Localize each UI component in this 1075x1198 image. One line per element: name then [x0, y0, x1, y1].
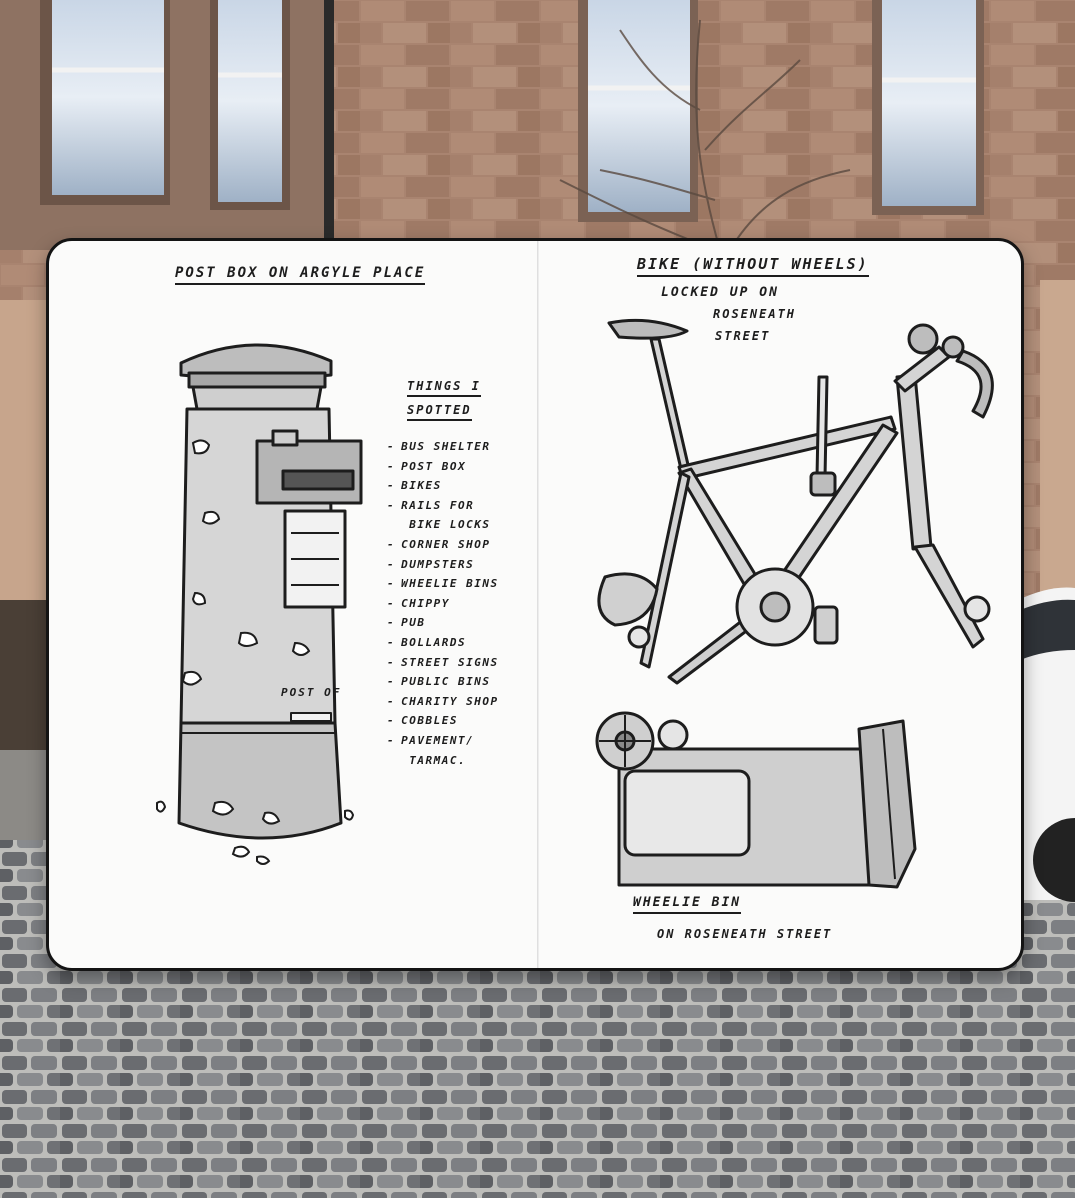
list-item-label: CHARITY SHOP	[401, 694, 499, 708]
list-item: -DUMPSTERS	[387, 555, 499, 575]
list-item-label: WHEELIE BINS	[401, 577, 499, 591]
list-bullet-dash: -	[387, 537, 396, 551]
list-bullet-dash: -	[387, 694, 396, 708]
wheelie-bin-drawing	[595, 711, 917, 889]
post-box-drawing	[156, 343, 363, 865]
list-item: -STREET SIGNS	[387, 653, 499, 673]
list-bullet-dash: -	[387, 479, 396, 493]
list-bullet-dash: -	[387, 635, 396, 649]
list-item: -PUBLIC BINS	[387, 672, 499, 692]
things-spotted-list: -BUS SHELTER-POST BOX-BIKES-RAILS FOR BI…	[387, 437, 499, 770]
bike-subtitle-line3: STREET	[715, 329, 771, 343]
list-item: TARMAC.	[387, 751, 499, 771]
list-item-label: STREET SIGNS	[401, 655, 499, 669]
sketchbook-spread: POST BOX ON ARGYLE PLACE	[46, 238, 1024, 971]
list-item: -PAVEMENT/	[387, 731, 499, 751]
list-item-label: RAILS FOR	[401, 498, 475, 512]
list-item-label: CHIPPY	[401, 596, 450, 610]
bike-title: BIKE (WITHOUT WHEELS)	[637, 255, 869, 277]
list-heading-line1: THINGS I	[407, 379, 481, 397]
list-item: -CHIPPY	[387, 594, 499, 614]
list-bullet-dash: -	[387, 733, 396, 747]
list-bullet-dash: -	[387, 577, 396, 591]
list-item-label: DUMPSTERS	[401, 557, 475, 571]
list-bullet-dash	[387, 518, 403, 531]
list-item: -RAILS FOR	[387, 496, 499, 516]
list-item-label: BIKES	[401, 479, 442, 493]
list-item-label: BIKE LOCKS	[409, 518, 491, 532]
list-item-label: BUS SHELTER	[401, 440, 491, 453]
bin-subtitle: ON ROSENEATH STREET	[657, 927, 833, 941]
list-bullet-dash: -	[387, 557, 396, 571]
list-bullet-dash: -	[387, 675, 396, 689]
bike-subtitle-line2: ROSENEATH	[713, 307, 797, 321]
list-item-label: CORNER SHOP	[401, 537, 491, 551]
postbox-title: POST BOX ON ARGYLE PLACE	[175, 265, 426, 285]
list-item-label: PAVEMENT/	[401, 733, 475, 747]
list-item-label: POST BOX	[401, 459, 467, 473]
list-item: -PUB	[387, 613, 499, 633]
list-bullet-dash: -	[387, 459, 396, 473]
book-gutter	[537, 241, 539, 968]
list-item: -BIKES	[387, 476, 499, 496]
list-item: -COBBLES	[387, 711, 499, 731]
list-item-label: TARMAC.	[409, 753, 467, 767]
list-item-label: BOLLARDS	[401, 635, 467, 649]
list-item: -BUS SHELTER	[387, 437, 499, 457]
list-item: -POST BOX	[387, 457, 499, 477]
list-bullet-dash: -	[387, 655, 396, 669]
list-item-label: PUBLIC BINS	[401, 675, 491, 689]
list-bullet-dash: -	[387, 714, 396, 728]
bike-subtitle-line1: LOCKED UP ON	[661, 285, 779, 300]
list-item: -CORNER SHOP	[387, 535, 499, 555]
list-item-label: PUB	[401, 616, 426, 630]
post-box-lettering: POST OF	[281, 686, 342, 699]
list-item: BIKE LOCKS	[387, 515, 499, 535]
list-item: -WHEELIE BINS	[387, 574, 499, 594]
list-bullet-dash: -	[387, 440, 396, 453]
list-bullet-dash: -	[387, 616, 396, 630]
list-heading-line2: SPOTTED	[407, 403, 472, 421]
list-item: -CHARITY SHOP	[387, 692, 499, 712]
bike-frame-drawing	[597, 318, 994, 685]
list-bullet-dash	[387, 754, 403, 767]
list-item-label: COBBLES	[401, 714, 458, 728]
list-bullet-dash: -	[387, 596, 396, 610]
list-item: -BOLLARDS	[387, 633, 499, 653]
list-bullet-dash: -	[387, 498, 396, 512]
bin-title: WHEELIE BIN	[633, 895, 742, 914]
